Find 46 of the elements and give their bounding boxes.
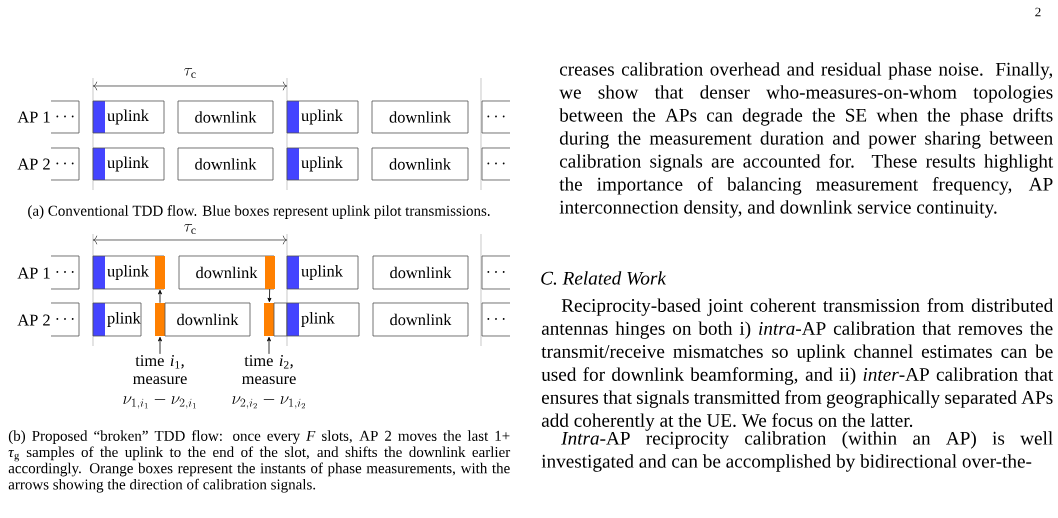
dimension-label: $\tau_{\mathrm{c}}$ (184, 67, 196, 79)
time-slot-box: uplink (92, 147, 165, 181)
row-label: AP 1 (17, 267, 50, 279)
ellipsis-box: $\cdots$ (481, 302, 511, 337)
body-paragraph: creases calibration overhead and residual phase noise. Finally, we show that denser who-measures-on-whom topologies between the APs can degrade the SE when the phase drifts during the measurement duration and power sharing between calibration signals are accounted for. These results highlight the importance of balancing measurement frequency, AP interconnection density, and downlink service continuity. (559, 62, 1054, 218)
measurement-box (265, 256, 275, 289)
time-slot-box: downlink (372, 302, 469, 337)
ellipsis-box: $\cdots$ (481, 255, 511, 290)
figure-caption: (a) Conventional TDD flow. Blue boxes represent uplink pilot transmissions. (28, 205, 490, 219)
ellipsis-box: $\cdots$ (481, 147, 511, 181)
arrow (158, 289, 162, 304)
time-slot-box: uplink (286, 100, 359, 134)
leader-line (267, 336, 271, 355)
row-label: AP 1 (17, 111, 50, 123)
leader-line (158, 336, 162, 355)
row-label: AP 2 (17, 314, 50, 326)
measurement-annotation: time i$_{2}$, measure $\nu_{2,i_2}-\nu_{1,i_2}$ (232, 355, 306, 409)
time-slot-box: downlink (371, 100, 469, 134)
dimension-label: $\tau_{\mathrm{c}}$ (184, 223, 196, 235)
time-slot-box: downlink (177, 147, 274, 181)
time-slot-box (273, 302, 288, 337)
section-heading: C. Related Work (541, 271, 667, 285)
time-slot-box: uplink (286, 255, 359, 290)
ellipsis-box: $\cdots$ (481, 100, 511, 134)
ellipsis-box: $\cdots$ (50, 302, 80, 337)
time-slot-box: uplink (286, 147, 359, 181)
time-slot-box: uplink (92, 100, 165, 134)
body-paragraph: Reciprocity-based joint coherent transmission from distributed antennas hinges on both i) intra-AP calibration that removes the transmit/receive mismatches so uplink channel estimates can be used for downlink beamforming, and ii) inter-AP calibration that ensures that signals transmitted from geographically separated APs add coherently at the UE. We focus on the latter. (541, 298, 1054, 431)
time-slot-box: plink (286, 302, 360, 337)
figure-caption: (b) Proposed “broken” TDD flow: once every F slots, AP 2 moves the last 1+ τ$_{g}$ samples of the uplink to the end of the slot, and shifts the downlink earlier accordingly. Orange boxes represent the instants of phase measurements, with the arrows showing the direction of calibration signals. (8, 430, 511, 493)
time-slot-box: plink (92, 302, 142, 337)
row-label: AP 2 (17, 158, 50, 170)
ellipsis-box: $\cdots$ (50, 147, 80, 181)
measurement-box (155, 303, 165, 336)
time-slot-box: downlink (371, 147, 469, 181)
arrow (267, 288, 272, 303)
time-slot-box: downlink (164, 302, 251, 337)
measurement-box (264, 303, 274, 336)
ellipsis-box: $\cdots$ (50, 100, 80, 134)
time-slot-box: downlink (372, 255, 469, 290)
measurement-annotation: time i$_{1}$, measure $\nu_{1,i_1}-\nu_{2,i_1}$ (123, 355, 196, 409)
body-paragraph: Intra-AP reciprocity calibration (within an AP) is well investigated and can be accomplished by bidirectional over-the- (541, 431, 1053, 472)
time-slot-box: downlink (177, 100, 274, 134)
ellipsis-box: $\cdots$ (50, 255, 80, 290)
page-number: 2 (1035, 7, 1041, 17)
measurement-box (155, 256, 165, 289)
